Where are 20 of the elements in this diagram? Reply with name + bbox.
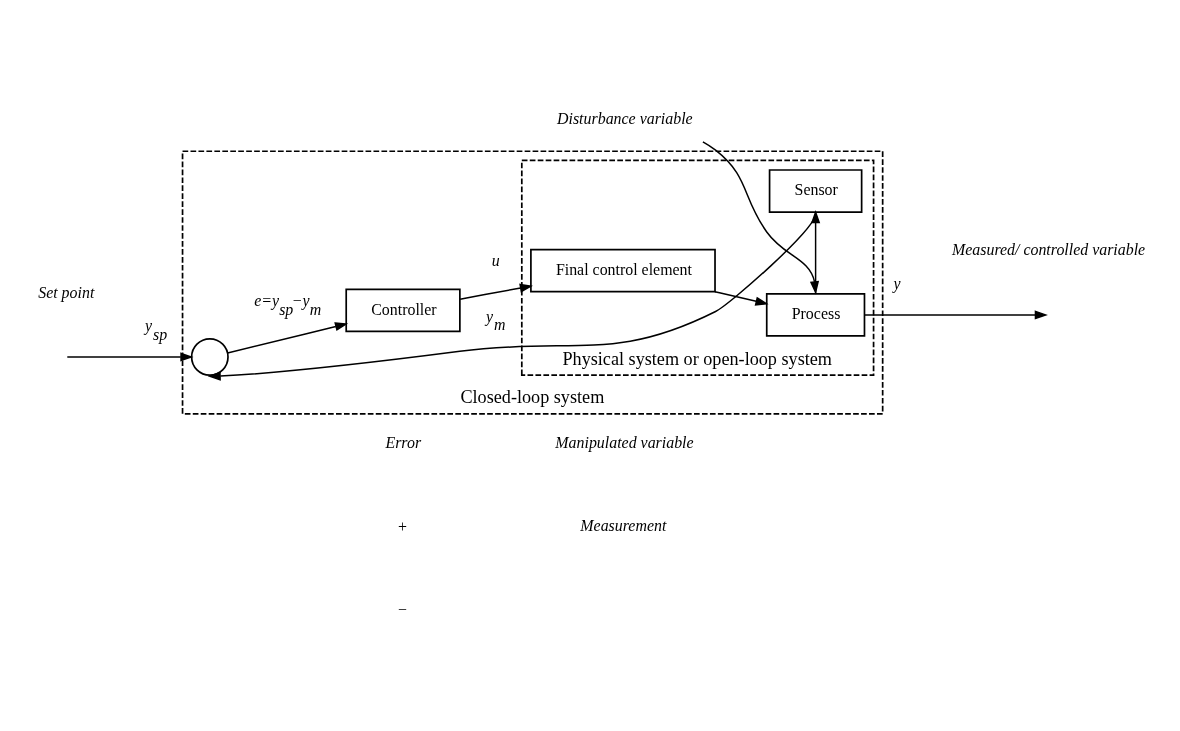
- arrow: [714, 291, 769, 306]
- arrow: [864, 310, 1048, 320]
- label: Manipulated variable: [555, 433, 694, 451]
- arrow: [66, 352, 194, 362]
- edge-label: y: [893, 275, 901, 293]
- node-box: Process: [765, 293, 866, 337]
- node-box: Sensor: [768, 169, 863, 213]
- arrow: [459, 283, 533, 300]
- node-text: Disturbance variable: [557, 109, 693, 127]
- node-box: Final control element: [530, 248, 716, 293]
- edge-label: u: [491, 252, 500, 270]
- node-circle: [190, 337, 229, 376]
- label: −: [397, 600, 407, 618]
- arrow: [226, 322, 349, 354]
- label: Measured/ controlled variable: [951, 241, 1146, 259]
- node-box: Controller: [345, 288, 461, 333]
- label: +: [397, 517, 407, 535]
- label: Set point: [38, 283, 95, 301]
- label: Error: [385, 433, 422, 451]
- label: Measurement: [580, 516, 667, 534]
